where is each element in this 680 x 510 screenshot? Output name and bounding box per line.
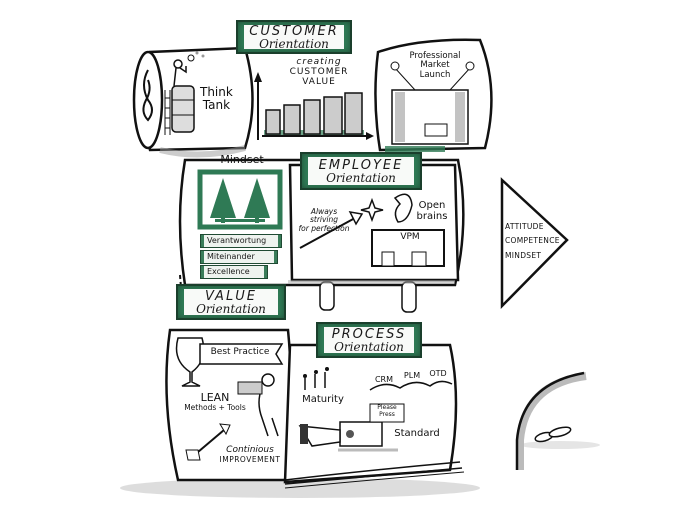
- system-otd: OTD: [429, 369, 447, 378]
- striving-label: Always striving for perfection: [296, 207, 352, 233]
- bottom-book: [165, 328, 465, 489]
- customer-orientation-banner: CUSTOMER Orientation: [236, 20, 352, 54]
- open-brains-line2: brains: [416, 211, 448, 222]
- process-banner-subtitle: Orientation: [334, 339, 404, 354]
- system-crm: CRM: [374, 375, 394, 384]
- open-brains-line1: Open: [418, 200, 446, 211]
- lean-subtitle: Methods + Tools: [184, 403, 246, 413]
- triangle-item-mindset: MINDSET: [505, 250, 542, 260]
- think-tank-scroll: [132, 46, 254, 158]
- striving-line1: Always: [310, 207, 338, 216]
- please-press-label: Please Press: [371, 404, 403, 418]
- striving-line3: for perfection: [298, 223, 350, 233]
- tag-verantwortung: Verantwortung: [200, 234, 282, 248]
- open-brains-label: Open brains: [412, 200, 452, 222]
- lean-title: LEAN: [200, 391, 230, 404]
- employee-orientation-banner: EMPLOYEE Orientation: [300, 152, 422, 190]
- process-banner-title: PROCESS: [331, 326, 407, 342]
- please-press-line1: Please: [377, 404, 397, 411]
- triangle-items: ATTITUDE COMPETENCE MINDSET: [505, 220, 560, 263]
- customer-value-chart: [254, 72, 374, 140]
- triangle-item-attitude: ATTITUDE: [505, 222, 544, 231]
- process-orientation-banner: PROCESS Orientation: [316, 322, 422, 358]
- ci-line2: IMPROVEMENT: [219, 454, 281, 464]
- vpm-label: VPM: [400, 232, 420, 242]
- market-launch-line3: Launch: [419, 69, 451, 80]
- best-practice-label: Best Practice: [210, 347, 270, 357]
- think-tank-line2: Tank: [202, 98, 231, 113]
- maturity-label: Maturity: [302, 394, 344, 405]
- tag-verantwortung-text: Verantwortung: [204, 235, 278, 247]
- market-launch-line1: Professional: [409, 51, 461, 61]
- market-launch-panel: [374, 38, 493, 152]
- standard-label: Standard: [394, 428, 440, 439]
- triangle-item-competence: COMPETENCE: [505, 236, 560, 246]
- lean-label: LEAN Methods + Tools: [180, 391, 250, 413]
- value-banner-subtitle: Orientation: [196, 301, 266, 316]
- side-triangle-arrow: [500, 177, 569, 310]
- market-launch-label: Professional Market Launch: [405, 51, 465, 80]
- customer-banner-title: CUSTOMER: [249, 23, 339, 39]
- continuous-improvement-label: Continious IMPROVEMENT: [214, 445, 286, 464]
- value-orientation-banner: VALUE Orientation: [176, 284, 286, 320]
- customer-value-line2: CUSTOMER: [289, 66, 349, 77]
- tag-miteinander-text: Miteinander: [204, 251, 274, 263]
- employee-banner-subtitle: Orientation: [326, 170, 396, 185]
- customer-value-line1: creating: [296, 57, 342, 67]
- customer-banner-subtitle: Orientation: [259, 36, 329, 51]
- system-plm: PLM: [403, 371, 421, 380]
- ci-line1: Continious: [226, 445, 274, 455]
- tag-excellence: Excellence: [200, 265, 268, 279]
- customer-value-label: creating CUSTOMER VALUE: [284, 57, 354, 88]
- customer-value-line3: VALUE: [302, 76, 336, 87]
- mindset-title: Mindset: [220, 153, 264, 166]
- please-press-line2: Press: [379, 410, 395, 418]
- employee-banner-title: EMPLOYEE: [318, 157, 404, 173]
- striving-line2: striving: [309, 215, 339, 225]
- value-banner-title: VALUE: [205, 288, 257, 304]
- think-tank-line1: Think: [200, 85, 233, 99]
- tag-excellence-text: Excellence: [204, 266, 264, 278]
- market-launch-line2: Market: [420, 60, 450, 71]
- tag-miteinander: Miteinander: [200, 250, 278, 264]
- think-tank-label: Think Tank: [200, 85, 233, 113]
- corner-curve: [515, 371, 587, 470]
